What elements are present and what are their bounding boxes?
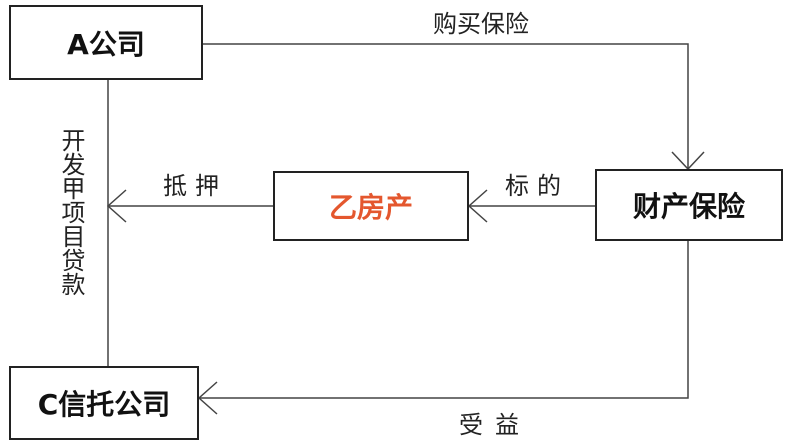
edge-label-dev-loan: 开发甲项目贷款 (57, 128, 85, 296)
edge-label-pledge: 抵押 (163, 172, 227, 200)
node-c-trust: C信托公司 (9, 366, 199, 440)
node-property-insurance-label: 财产保险 (632, 190, 745, 223)
edge-label-beneficiary: 受益 (459, 411, 531, 439)
arrowhead-target (467, 189, 488, 223)
node-yi-property-label: 乙房产 (328, 191, 413, 224)
node-a-company-label: A公司 (67, 27, 145, 61)
arrowhead-beneficiary (197, 381, 218, 415)
edge-buy-insurance (203, 43, 689, 169)
edge-beneficiary (199, 241, 689, 399)
node-a-company: A公司 (9, 5, 203, 80)
node-yi-property: 乙房产 (273, 171, 469, 241)
edge-label-target: 标的 (505, 172, 569, 200)
edge-label-buy-insurance: 购买保险 (433, 10, 529, 38)
node-property-insurance: 财产保险 (595, 169, 783, 241)
node-c-trust-label: C信托公司 (37, 388, 171, 421)
